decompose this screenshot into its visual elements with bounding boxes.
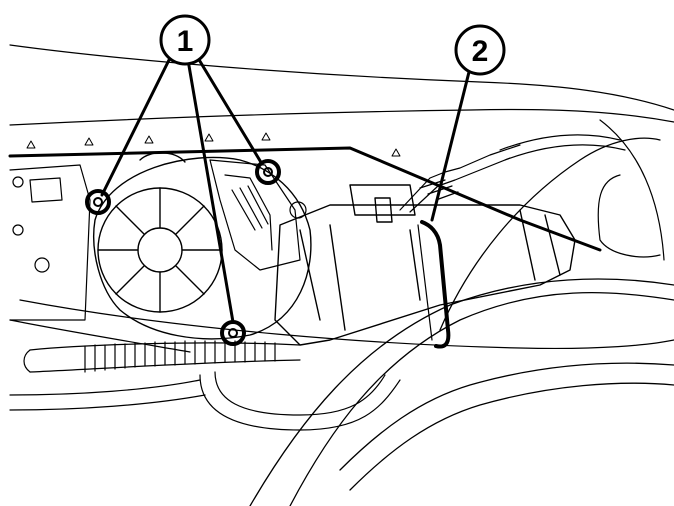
cable-tie: [420, 220, 451, 349]
connector-wiring: [399, 134, 626, 213]
cable-harness: [249, 137, 674, 506]
motor-body: [274, 184, 576, 346]
corrugated-conduit: [23, 340, 301, 373]
lower-wires: [9, 371, 401, 431]
panel-markers: [26, 132, 401, 157]
callout-2-label: 2: [472, 35, 489, 68]
cable-tie-inner: [417, 224, 433, 341]
panel-edge-line: [8, 146, 602, 252]
leader-lines: [100, 56, 472, 324]
screw-1-right: [255, 159, 281, 185]
left-bracket: [9, 164, 91, 321]
screw-1-left: [85, 189, 111, 215]
callout-2: 2: [454, 24, 506, 76]
gear-cover-block: [209, 159, 307, 271]
callout-1: 1: [159, 14, 211, 66]
screw-1-bottom: [220, 320, 246, 346]
callout-1-label: 1: [177, 25, 194, 58]
